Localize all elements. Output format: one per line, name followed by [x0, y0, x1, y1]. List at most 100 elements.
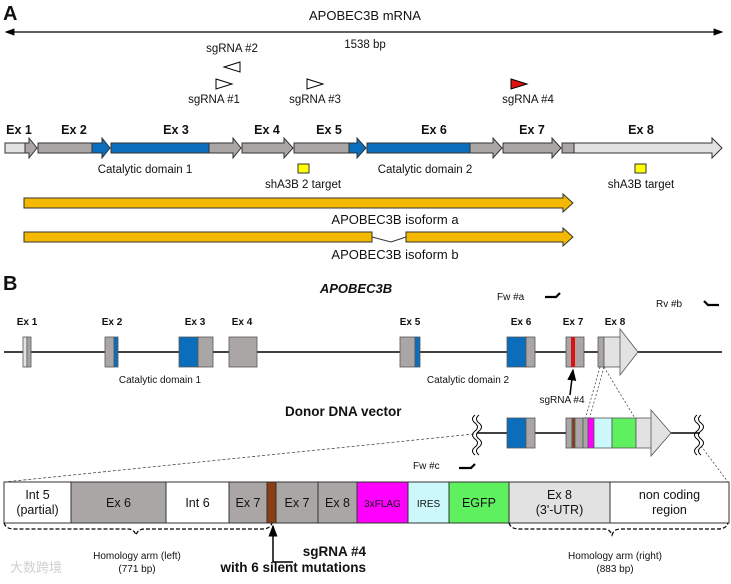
homology-arm-right-label: Homology arm (right) [568, 551, 662, 562]
mutation-note-line2: with 6 silent mutations [219, 560, 366, 575]
construct-segment [266, 481, 277, 524]
homology-arm-left-size: (771 bp) [118, 564, 155, 575]
gene-exon-2 [104, 336, 119, 368]
donor-exon-7 [565, 417, 573, 449]
construct-segment-box [70, 481, 167, 524]
mrna-exon-2 [37, 136, 111, 160]
gene-catalytic-domain-1-label: Catalytic domain 1 [119, 375, 202, 386]
mrna-title: APOBEC3B mRNA [309, 8, 421, 23]
construct-segment-box [165, 481, 230, 524]
mrna-exon-4 [241, 136, 294, 160]
construct-segment-label: region [652, 503, 687, 517]
construct-segment-box [266, 481, 277, 524]
watermark: 大数跨境 [10, 560, 62, 575]
mutation-note-line1: sgRNA #4 [303, 544, 367, 559]
construct-segment-box [407, 481, 450, 524]
mrna-exon-6 [366, 136, 503, 160]
construct-segment-box [609, 481, 730, 524]
construct-segment: IRES [407, 481, 450, 524]
gene-exon-label-7: Ex 7 [563, 317, 584, 328]
mrna-exon-track [4, 136, 723, 160]
gene-exon-8 [597, 327, 639, 377]
zoom-guide-lines [584, 366, 637, 421]
primer-fw-a-label: Fw #a [497, 292, 525, 303]
isoform-b-bar [23, 226, 574, 248]
construct-segment-label: Ex 7 [235, 496, 260, 510]
homology-arm-left-label: Homology arm (left) [93, 551, 181, 562]
construct-segment-box [448, 481, 510, 524]
mrna-exon-8 [561, 136, 723, 160]
donor-vector-title: Donor DNA vector [285, 404, 402, 419]
homology-arm-right-size: (883 bp) [596, 564, 633, 575]
donor-exon-6 [506, 417, 527, 449]
donor-vector [472, 408, 704, 458]
mrna-exon-label-7: Ex 7 [519, 123, 545, 137]
sgrna-2-label: sgRNA #2 [206, 43, 258, 55]
sha3b-2-target-marker [297, 163, 310, 174]
sgrna-4-label: sgRNA #4 [502, 94, 554, 106]
construct-segment-label: non coding [639, 488, 700, 502]
gene-catalytic-domain-2-label: Catalytic domain 2 [427, 375, 510, 386]
primer-rv-b-icon [703, 300, 719, 307]
catalytic-domain-2-label: Catalytic domain 2 [378, 164, 473, 176]
donor-exon-8 [582, 417, 589, 449]
primer-fw-c-label: Fw #c [413, 461, 440, 472]
sgrna-3-icon [306, 78, 325, 90]
isoform-a-bar [23, 192, 574, 214]
mrna-exon-label-8: Ex 8 [628, 123, 654, 137]
isoform-a-label: APOBEC3B isoform a [331, 212, 459, 227]
mrna-exon-label-2: Ex 2 [61, 123, 87, 137]
gene-exon-label-4: Ex 4 [232, 317, 253, 328]
construct-segment-label: Ex 7 [284, 496, 309, 510]
donor-ires [593, 417, 613, 449]
mrna-exon-label-6: Ex 6 [421, 123, 447, 137]
donor-3xflag [587, 417, 595, 449]
gene-exon-1 [22, 336, 32, 368]
construct-segment: Ex 6 [70, 481, 167, 524]
gene-exon-label-1: Ex 1 [17, 317, 38, 328]
construct-segment-label: Ex 8 [325, 496, 350, 510]
primer-rv-b-label: Rv #b [656, 299, 683, 310]
gene-exon-label-2: Ex 2 [102, 317, 123, 328]
construct-segment: Ex 8 [317, 481, 358, 524]
sha3b-2-target-label: shA3B 2 target [265, 179, 342, 191]
gene-exon-3 [178, 336, 214, 368]
sgrna-4-pointer-arrow [567, 368, 577, 396]
construct-segment-label: Ex 6 [106, 496, 131, 510]
mrna-exon-1 [4, 136, 38, 160]
mrna-exon-label-3: Ex 3 [163, 123, 189, 137]
gene-exon-4 [228, 336, 258, 368]
construct-segment-label: 3xFLAG [364, 499, 401, 510]
sgrna-1-label: sgRNA #1 [188, 94, 240, 106]
mrna-length: 1538 bp [344, 39, 386, 51]
gene-title: APOBEC3B [319, 281, 392, 296]
construct-segment: EGFP [448, 481, 510, 524]
construct-segment-label: IRES [417, 499, 441, 510]
gene-exon-label-3: Ex 3 [185, 317, 206, 328]
expand-guide-right [700, 445, 729, 483]
mrna-exon-label-1: Ex 1 [6, 123, 32, 137]
mrna-exon-5 [293, 136, 367, 160]
gene-exon-7 [565, 336, 585, 368]
mrna-exon-7 [502, 136, 562, 160]
homology-arm-right-brace [508, 522, 729, 537]
construct-segment: Ex 7 [228, 481, 268, 524]
gene-exon-label-8: Ex 8 [605, 317, 626, 328]
donor-utr [635, 417, 653, 449]
sgrna-4-icon [510, 78, 529, 90]
gene-exon-label-5: Ex 5 [400, 317, 421, 328]
primer-fw-a-icon [545, 292, 561, 299]
donor-egfp [611, 417, 637, 449]
construct-segment-label: (3'-UTR) [536, 503, 584, 517]
construct-segment-box [508, 481, 611, 524]
construct-segment: Ex 7 [275, 481, 319, 524]
mrna-exon-label-5: Ex 5 [316, 123, 342, 137]
construct-segment-box [275, 481, 319, 524]
sha3b-target-label: shA3B target [608, 179, 675, 191]
gene-exon-6 [506, 336, 536, 368]
primer-fw-c-icon [459, 463, 476, 470]
sgrna-2-icon [222, 61, 241, 73]
construct-segment-label: EGFP [462, 496, 496, 510]
panel-b-label: B [3, 273, 17, 295]
